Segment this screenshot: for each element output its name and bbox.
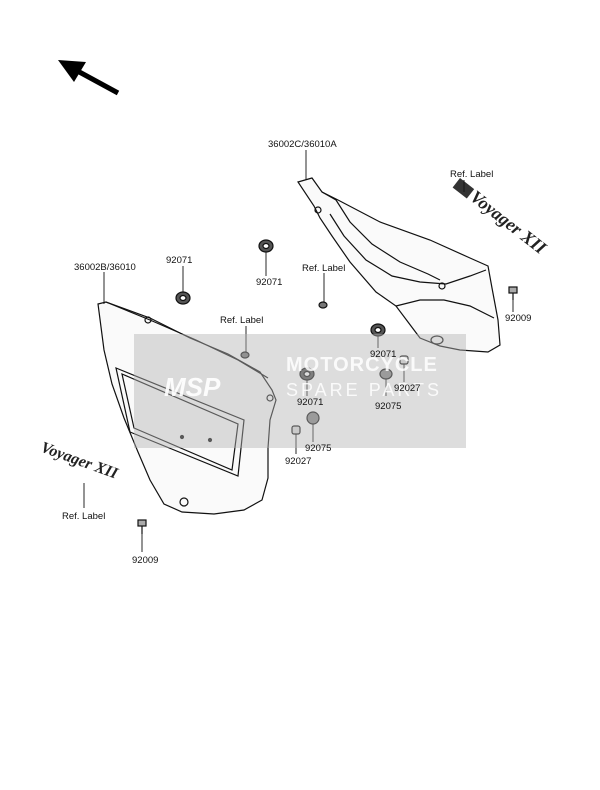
label-92071-a: 92071 [256, 277, 283, 288]
direction-arrow-icon [58, 60, 120, 96]
label-92027-left: 92027 [285, 456, 312, 467]
label-92027-right: 92027 [394, 383, 421, 394]
grommet-92071-d [299, 367, 315, 381]
emblem-ref-label-left: Voyager XII [39, 439, 121, 483]
label-92071-c: 92071 [370, 349, 397, 360]
left-side-cover [97, 301, 277, 515]
grommet-92071-b [175, 291, 191, 305]
watermark-logo: MSP [164, 372, 221, 402]
label-92075-right: 92075 [375, 401, 402, 412]
label-ref-left-mid: Ref. Label [220, 315, 264, 326]
watermark-overlay: MSP MOTORCYCLE SPARE PARTS [134, 334, 466, 448]
label-36002c: 36002C/36010A [268, 139, 337, 150]
label-ref-left-bottom: Ref. Label [62, 511, 106, 522]
washer-ref-label-center [318, 301, 328, 309]
grommet-92071-a [258, 239, 274, 253]
emblem-script-left: Voyager XII [39, 439, 121, 483]
watermark-title: MOTORCYCLE [286, 354, 438, 376]
watermark-subtitle: SPARE PARTS [286, 380, 443, 400]
bolt-92009-bottom [137, 519, 147, 534]
label-36002b: 36002B/36010 [74, 262, 136, 273]
bolt-92009-right [508, 286, 518, 300]
label-ref-top-right: Ref. Label [450, 169, 494, 180]
label-92071-d: 92071 [297, 397, 324, 408]
emblem-script-top: Voyager XII [467, 186, 551, 258]
right-side-cover [297, 177, 501, 353]
washer-ref-label-left [240, 351, 250, 359]
label-92009-right: 92009 [505, 313, 532, 324]
leader-lines [83, 150, 514, 552]
label-92071-b: 92071 [166, 255, 193, 266]
label-ref-center: Ref. Label [302, 263, 346, 274]
emblem-ref-label-top-right: Voyager XII [452, 178, 551, 258]
label-92009-bottom: 92009 [132, 555, 159, 566]
label-92075-left: 92075 [305, 443, 332, 454]
